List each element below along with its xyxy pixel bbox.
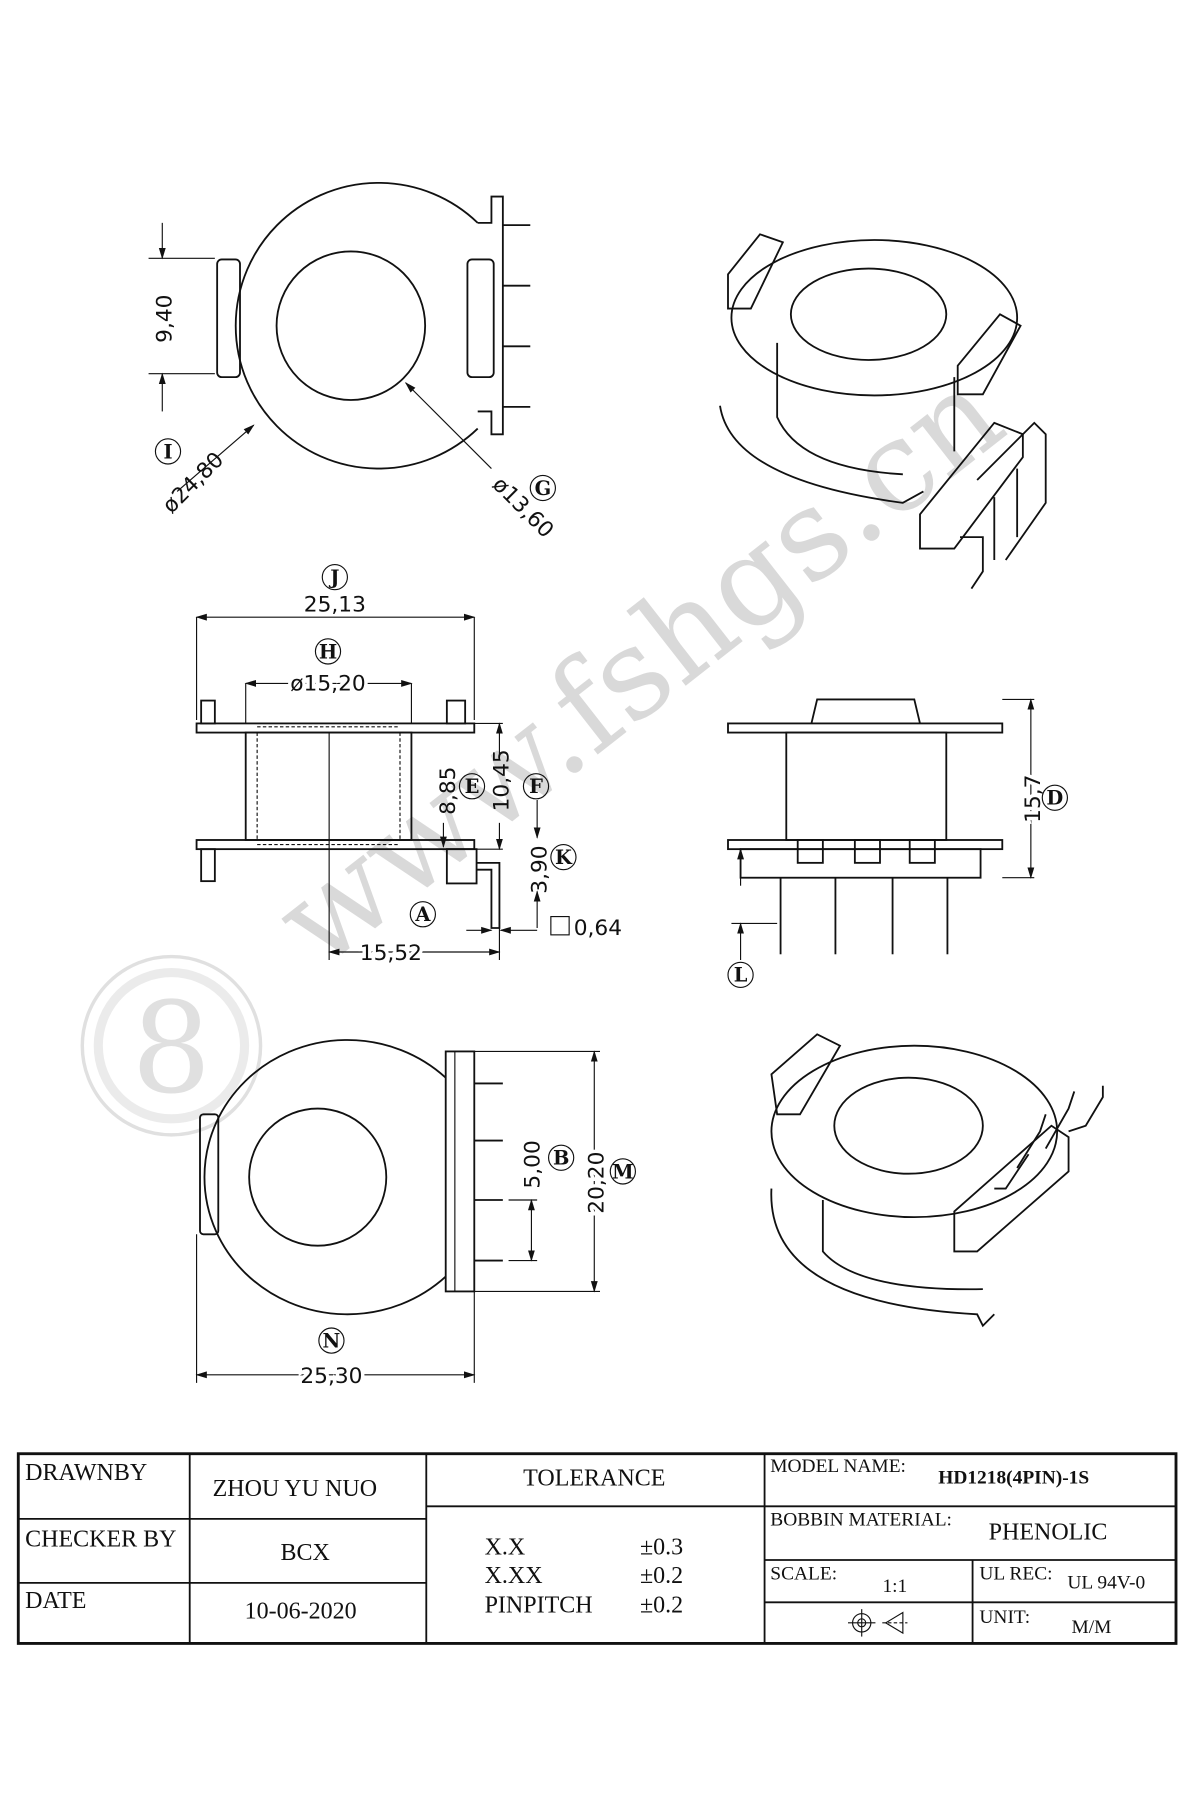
label-E: E [465, 775, 480, 798]
label-N: N [323, 1329, 341, 1352]
label-B: B [553, 1147, 569, 1170]
tol-name-2: PINPITCH [485, 1593, 593, 1619]
dim-span: 20,20 [584, 1152, 609, 1214]
scale-value: 1:1 [882, 1576, 907, 1597]
tol-name-0: X.X [485, 1534, 526, 1560]
dim-h2: 10,45 [490, 749, 515, 811]
top-view: 9,40 ø24,80 I ø13,60 G [148, 181, 558, 543]
date-value: 10-06-2020 [245, 1598, 357, 1624]
drawn-by-value: ZHOU YU NUO [213, 1476, 377, 1502]
svg-text:8: 8 [131, 974, 211, 1121]
label-K: K [555, 846, 573, 869]
iso-view-bottom [770, 1033, 1104, 1328]
dim-pitch: 5,00 [520, 1140, 545, 1188]
label-F: F [529, 775, 543, 798]
side-view: 15,7 D L [727, 698, 1068, 988]
bottom-view: 5,00 B 20,20 M 25,30 N [195, 1039, 636, 1392]
tol-value-0: ±0.3 [640, 1534, 683, 1560]
tolerance-label: TOLERANCE [523, 1466, 665, 1492]
model-value: HD1218(4PIN)-1S [938, 1467, 1089, 1488]
unit-value: M/M [1071, 1617, 1111, 1638]
material-label: BOBBIN MATERIAL: [770, 1510, 952, 1531]
dim-height-tab: 9,40 [152, 295, 177, 343]
tol-name-1: X.XX [485, 1563, 543, 1589]
label-G: G [535, 477, 552, 500]
dim-h1: 8,85 [436, 767, 461, 815]
scale-label: SCALE: [770, 1563, 837, 1584]
front-view: 25,13 J ø15,20 H 10,45 8,85 E F 3,90 K 0… [195, 564, 622, 969]
watermark-logo: 8 [80, 954, 263, 1137]
dim-pin-len: 3,90 [527, 845, 552, 893]
label-L: L [734, 964, 748, 987]
watermark-text: www.fshgs.cn [248, 340, 1029, 995]
material-value: PHENOLIC [989, 1519, 1108, 1545]
dim-pin-offset: 15,52 [360, 941, 422, 966]
label-M: M [612, 1160, 633, 1183]
dim-width-J: 25,13 [304, 592, 366, 617]
dim-width-N: 25,30 [300, 1364, 362, 1389]
projection-symbol-icon [848, 1609, 908, 1637]
checker-value: BCX [280, 1540, 329, 1566]
dim-core-dia: ø15,20 [290, 671, 365, 696]
tol-value-1: ±0.2 [640, 1563, 683, 1589]
dim-pin-size: 0,64 [574, 916, 622, 941]
unit-label: UNIT: [979, 1607, 1030, 1628]
date-label: DATE [25, 1588, 86, 1614]
title-block: DRAWNBY ZHOU YU NUO CHECKER BY BCX DATE … [16, 1452, 1178, 1645]
label-A: A [414, 903, 431, 926]
tol-value-2: ±0.2 [640, 1593, 683, 1619]
model-label: MODEL NAME: [770, 1456, 906, 1477]
label-H: H [319, 640, 337, 663]
ul-value: UL 94V-0 [1067, 1573, 1145, 1594]
iso-view-top [719, 233, 1047, 590]
checker-label: CHECKER BY [25, 1526, 176, 1552]
label-D: D [1046, 787, 1063, 810]
drawn-by-label: DRAWNBY [25, 1460, 147, 1486]
label-I: I [163, 440, 172, 463]
ul-label: UL REC: [979, 1563, 1052, 1584]
label-J: J [328, 566, 339, 589]
